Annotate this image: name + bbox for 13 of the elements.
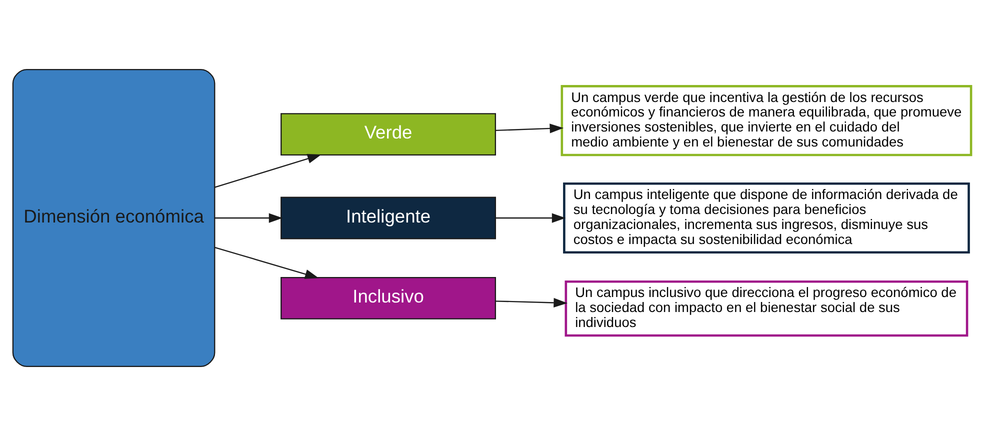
node-box: Inteligente bbox=[280, 196, 496, 240]
arrow bbox=[214, 154, 322, 188]
arrow bbox=[214, 246, 319, 279]
arrow bbox=[496, 298, 568, 308]
node-box: Verde bbox=[280, 113, 496, 156]
node-box: Un campus verde que incentiva la gestión de los recursos económicos y financieros de manera equilibrada, que promueve inversiones sostenibles, que invierte en el cuidado del medio ambiente y en el bienestar de sus comunidades bbox=[560, 85, 972, 156]
node-box: Inclusivo bbox=[280, 277, 496, 320]
arrow bbox=[214, 213, 283, 223]
arrow bbox=[496, 124, 564, 134]
node-box: Un campus inteligente que dispone de información derivada de su tecnología y toma decisiones para beneficios organizacionales, incrementa sus ingresos, disminuye sus costos e impacta su sostenibilidad económica bbox=[563, 182, 970, 254]
node-box: Dimensión económica bbox=[12, 69, 216, 367]
node-box: Un campus inclusivo que direcciona el progreso económico de la sociedad con impacto en el bienestar social de sus individuos bbox=[564, 280, 968, 337]
arrow bbox=[496, 213, 566, 223]
